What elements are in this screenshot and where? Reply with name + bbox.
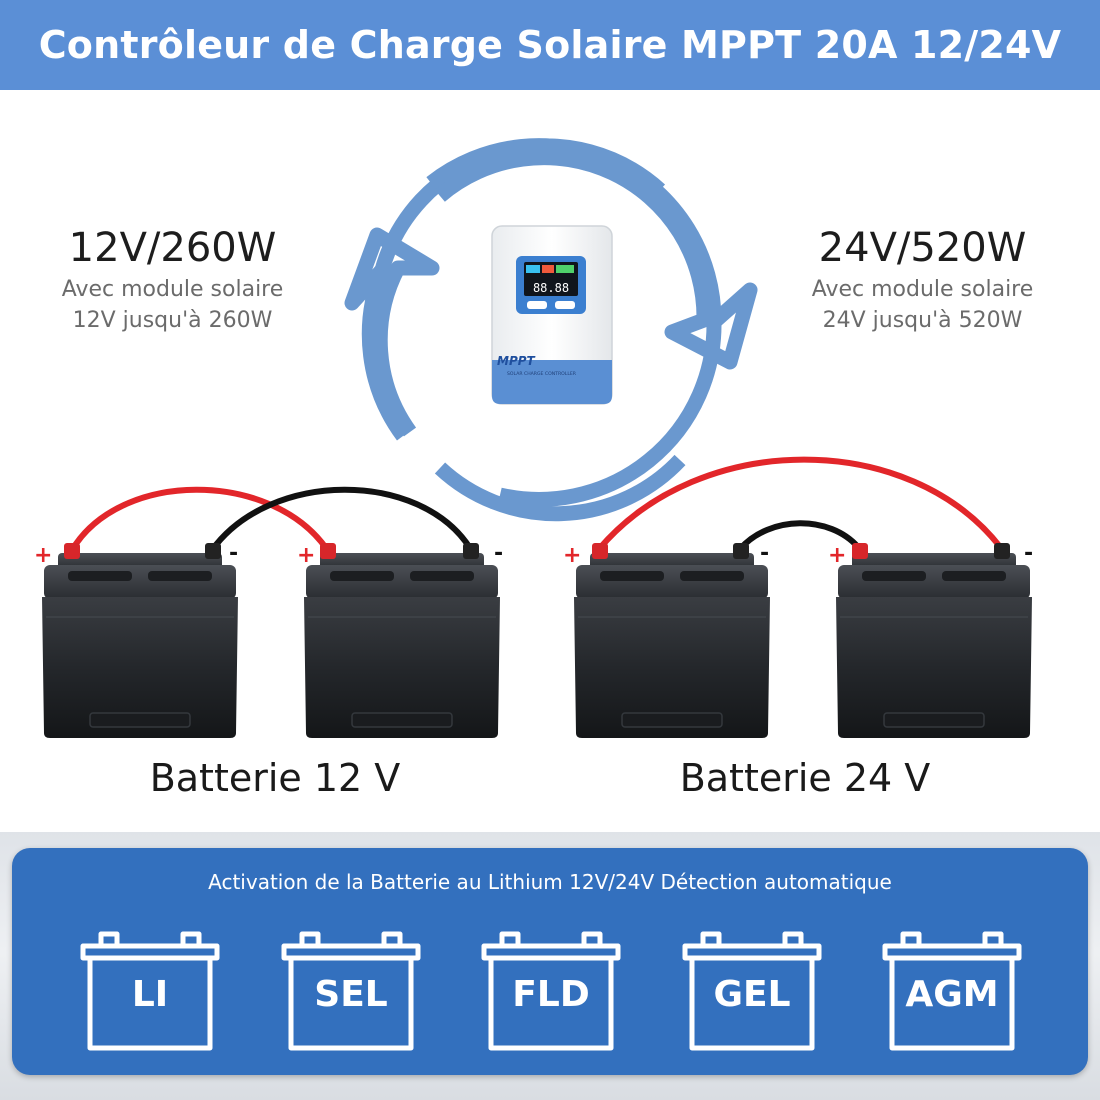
solar-controller-device: 88.88 MPPT SOLAR CHARGE CONTROLLER: [491, 225, 613, 405]
battery-outline-icon: [281, 931, 421, 1051]
device-brand-logo: MPPT: [497, 354, 536, 368]
panel-title: Activation de la Batterie au Lithium 12V…: [208, 870, 892, 894]
plus-sign-12v-b: +: [297, 543, 315, 568]
wire-12v-negative: [209, 486, 473, 552]
header-banner: Contrôleur de Charge Solaire MPPT 20A 12…: [0, 0, 1100, 90]
battery-type-label: FLD: [512, 974, 590, 1015]
battery-outline-icon: [682, 931, 822, 1051]
battery-type-label: AGM: [905, 974, 999, 1015]
battery-type-li: LI: [79, 924, 221, 1052]
cycle-arrows-icon: [344, 138, 758, 522]
minus-sign-12v-b: -: [494, 541, 503, 566]
minus-sign-24v-a: -: [760, 541, 769, 566]
battery-24v-a: [573, 553, 771, 738]
wire-12v-positive: [69, 486, 329, 552]
battery-type-fld: FLD: [480, 924, 622, 1052]
spec-24v-line2: 24V jusqu'à 520W: [822, 308, 1023, 333]
device-display-readout: 88.88: [533, 281, 569, 295]
bank-label-24v: Batterie 24 V: [679, 756, 931, 800]
battery-type-agm: AGM: [881, 924, 1023, 1052]
battery-type-label: SEL: [314, 974, 388, 1015]
spec-24v-line1: Avec module solaire: [811, 277, 1034, 302]
minus-sign-12v-a: -: [229, 541, 238, 566]
wire-24v-positive: [596, 456, 1004, 551]
battery-outline-icon: [882, 931, 1022, 1051]
wire-24v-series: [737, 520, 861, 552]
battery-type-sel: SEL: [280, 924, 422, 1052]
illustration: 88.88 MPPT SOLAR CHARGE CONTROLLER + - +…: [34, 138, 1033, 738]
device-caption: SOLAR CHARGE CONTROLLER: [507, 371, 577, 377]
plus-sign-24v-a: +: [563, 543, 581, 568]
battery-type-label: GEL: [713, 974, 791, 1015]
spec-12v-value: 12V/260W: [68, 225, 277, 271]
plus-sign-24v-b: +: [828, 543, 846, 568]
battery-type-label: LI: [131, 974, 169, 1015]
page-title: Contrôleur de Charge Solaire MPPT 20A 12…: [38, 23, 1062, 67]
spec-12v-line1: Avec module solaire: [61, 277, 284, 302]
bank-label-12v: Batterie 12 V: [149, 756, 401, 800]
battery-type-panel: Activation de la Batterie au Lithium 12V…: [12, 848, 1088, 1075]
battery-outline-icon: [80, 931, 220, 1051]
terminal-posts: [64, 543, 1010, 559]
minus-sign-24v-b: -: [1024, 541, 1033, 566]
battery-outline-icon: [481, 931, 621, 1051]
battery-type-gel: GEL: [681, 924, 823, 1052]
spec-12v-line2: 12V jusqu'à 260W: [72, 308, 273, 333]
plus-sign-12v-a: +: [34, 543, 52, 568]
battery-12v-a: [41, 553, 239, 738]
spec-24v-value: 24V/520W: [818, 225, 1027, 271]
spec-24v: 24V/520W Avec module solaire 24V jusqu'à…: [770, 222, 1075, 336]
battery-12v-b: [303, 553, 501, 738]
spec-12v: 12V/260W Avec module solaire 12V jusqu'à…: [20, 222, 325, 336]
battery-24v-b: [835, 553, 1033, 738]
